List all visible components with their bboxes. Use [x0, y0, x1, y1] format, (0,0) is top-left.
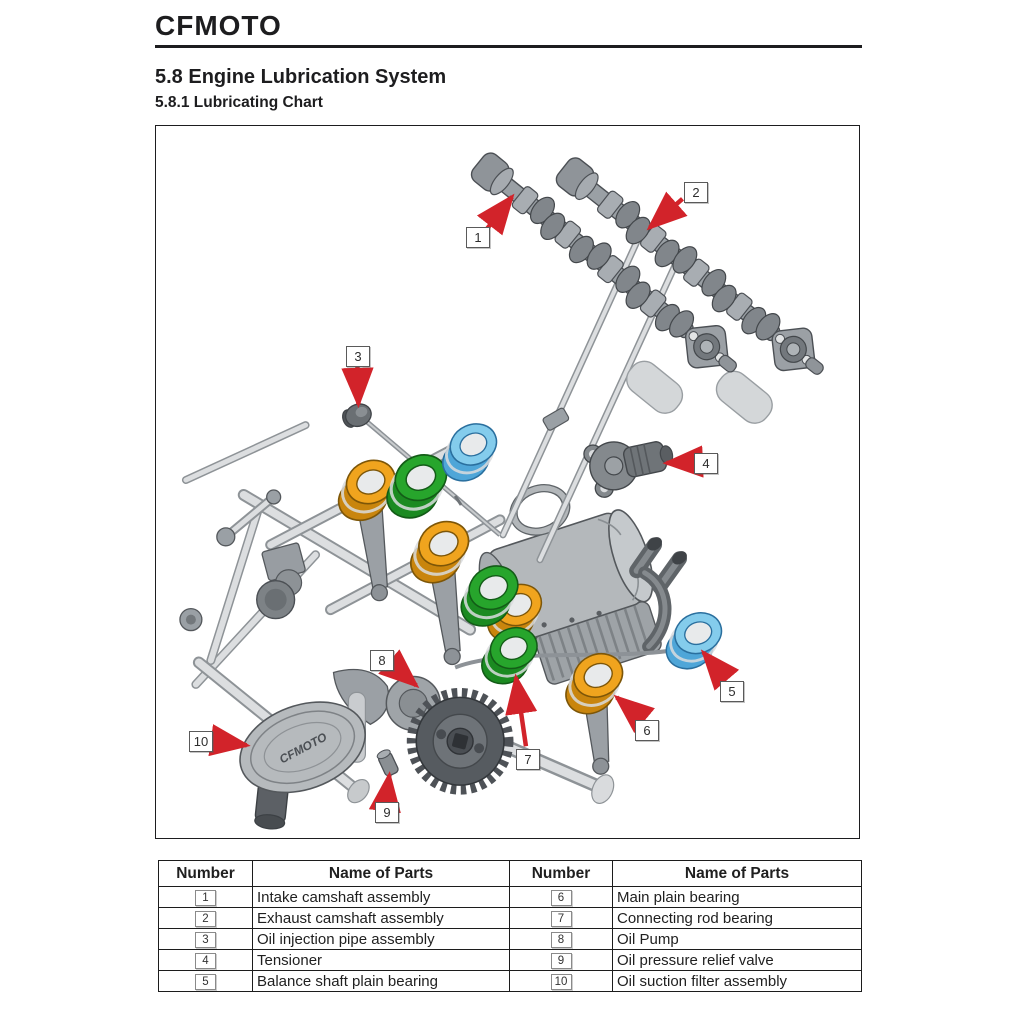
- part-number-badge: 6: [550, 890, 572, 906]
- part-number-badge: 5: [195, 974, 216, 990]
- oil-pressure-relief-valve: [376, 749, 399, 777]
- header-rule: [155, 45, 862, 48]
- oil-suction-filter: CFMOTO: [239, 668, 390, 830]
- main-plain-bearing-ring-1: [397, 512, 483, 592]
- callout-1: 1: [466, 227, 490, 248]
- part-number-badge: 9: [550, 953, 572, 969]
- table-row: 1 Intake camshaft assembly 6 Main plain …: [158, 886, 862, 908]
- part-name-cell: Balance shaft plain bearing: [252, 970, 510, 992]
- header-number-right: Number: [509, 860, 613, 887]
- tensioner: [583, 441, 674, 498]
- part-name-cell: Main plain bearing: [612, 886, 862, 908]
- coolant-hoses: [629, 537, 687, 654]
- parts-table: Number Name of Parts Number Name of Part…: [158, 860, 862, 992]
- part-number-badge: 3: [195, 932, 216, 948]
- part-number-cell: 1: [158, 886, 253, 908]
- lubrication-diagram: CFMOTO: [179, 140, 840, 830]
- part-number-cell: 5: [158, 970, 253, 992]
- part-name-cell: Exhaust camshaft assembly: [252, 907, 510, 929]
- callout-5: 5: [720, 681, 744, 702]
- part-number-cell: 4: [158, 949, 253, 971]
- callout-arrows: [208, 191, 740, 814]
- part-name-cell: Oil injection pipe assembly: [252, 928, 510, 950]
- oil-pump: [376, 675, 514, 795]
- part-number-cell: 7: [509, 907, 613, 929]
- section-title: 5.8 Engine Lubrication System: [155, 66, 447, 88]
- part-number-badge: 10: [550, 974, 572, 990]
- subsection-title: 5.8.1 Lubricating Chart: [155, 94, 323, 111]
- table-row: 5 Balance shaft plain bearing 10 Oil suc…: [158, 970, 862, 992]
- table-row: 4 Tensioner 9 Oil pressure relief valve: [158, 949, 862, 971]
- table-row: 3 Oil injection pipe assembly 8 Oil Pump: [158, 928, 862, 950]
- part-number-cell: 8: [509, 928, 613, 950]
- part-number-cell: 3: [158, 928, 253, 950]
- part-number-badge: 1: [195, 890, 216, 906]
- callout-6: 6: [635, 720, 659, 741]
- part-name-cell: Connecting rod bearing: [612, 907, 862, 929]
- cam-sleeves: [626, 360, 773, 424]
- callout-4: 4: [694, 453, 718, 474]
- part-name-cell: Oil Pump: [612, 928, 862, 950]
- part-number-badge: 2: [195, 911, 216, 927]
- part-name-cell: Oil pressure relief valve: [612, 949, 862, 971]
- part-number-cell: 2: [158, 907, 253, 929]
- part-number-cell: 6: [509, 886, 613, 908]
- lubrication-diagram-frame: CFMOTO: [155, 125, 860, 839]
- callout-9: 9: [375, 802, 399, 823]
- part-name-cell: Intake camshaft assembly: [252, 886, 510, 908]
- header-number-left: Number: [158, 860, 253, 887]
- callout-8: 8: [370, 650, 394, 671]
- table-header-row: Number Name of Parts Number Name of Part…: [158, 860, 862, 887]
- callout-3: 3: [346, 346, 370, 367]
- part-number-badge: 7: [550, 911, 572, 927]
- part-number-badge: 8: [550, 932, 572, 948]
- callout-7: 7: [516, 749, 540, 770]
- header-name-right: Name of Parts: [612, 860, 862, 887]
- header-name-left: Name of Parts: [252, 860, 510, 887]
- balance-shaft-parts: [179, 489, 306, 632]
- part-name-cell: Oil suction filter assembly: [612, 970, 862, 992]
- part-number-badge: 4: [195, 953, 216, 969]
- callout-2: 2: [684, 182, 708, 203]
- brand-logo: CFMOTO: [155, 10, 282, 41]
- oil-pump-gear: [406, 687, 514, 795]
- part-number-cell: 9: [509, 949, 613, 971]
- table-row: 2 Exhaust camshaft assembly 7 Connecting…: [158, 907, 862, 929]
- part-name-cell: Tensioner: [252, 949, 510, 971]
- part-number-cell: 10: [509, 970, 613, 992]
- callout-10: 10: [189, 731, 213, 752]
